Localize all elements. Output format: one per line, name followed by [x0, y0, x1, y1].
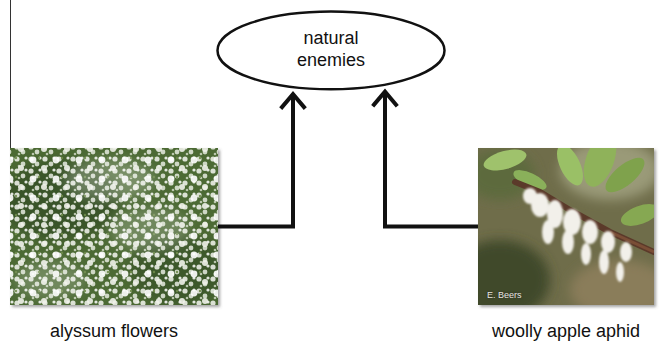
photo-box: alyssum flowers: [10, 148, 218, 305]
photo-credit: E. Beers: [487, 290, 522, 300]
arrow-connector: [374, 92, 478, 227]
connector-line: [385, 94, 478, 227]
arrow-connector: [218, 94, 304, 226]
concept-ellipse: natural enemies: [216, 10, 446, 91]
frame-line: [10, 0, 11, 148]
photo-caption: woolly apple aphid: [492, 321, 640, 343]
node-label: natural enemies: [281, 28, 381, 71]
arrowhead: [374, 92, 396, 105]
alyssum-photo: [0, 148, 230, 305]
ellipse-shape: [218, 11, 445, 89]
arrowhead: [282, 94, 304, 107]
photo-box: woolly apple aphid: [478, 148, 654, 305]
photo-caption: alyssum flowers: [50, 321, 178, 343]
connector-line: [218, 96, 293, 226]
woolly-aphid-photo: [450, 129, 659, 320]
